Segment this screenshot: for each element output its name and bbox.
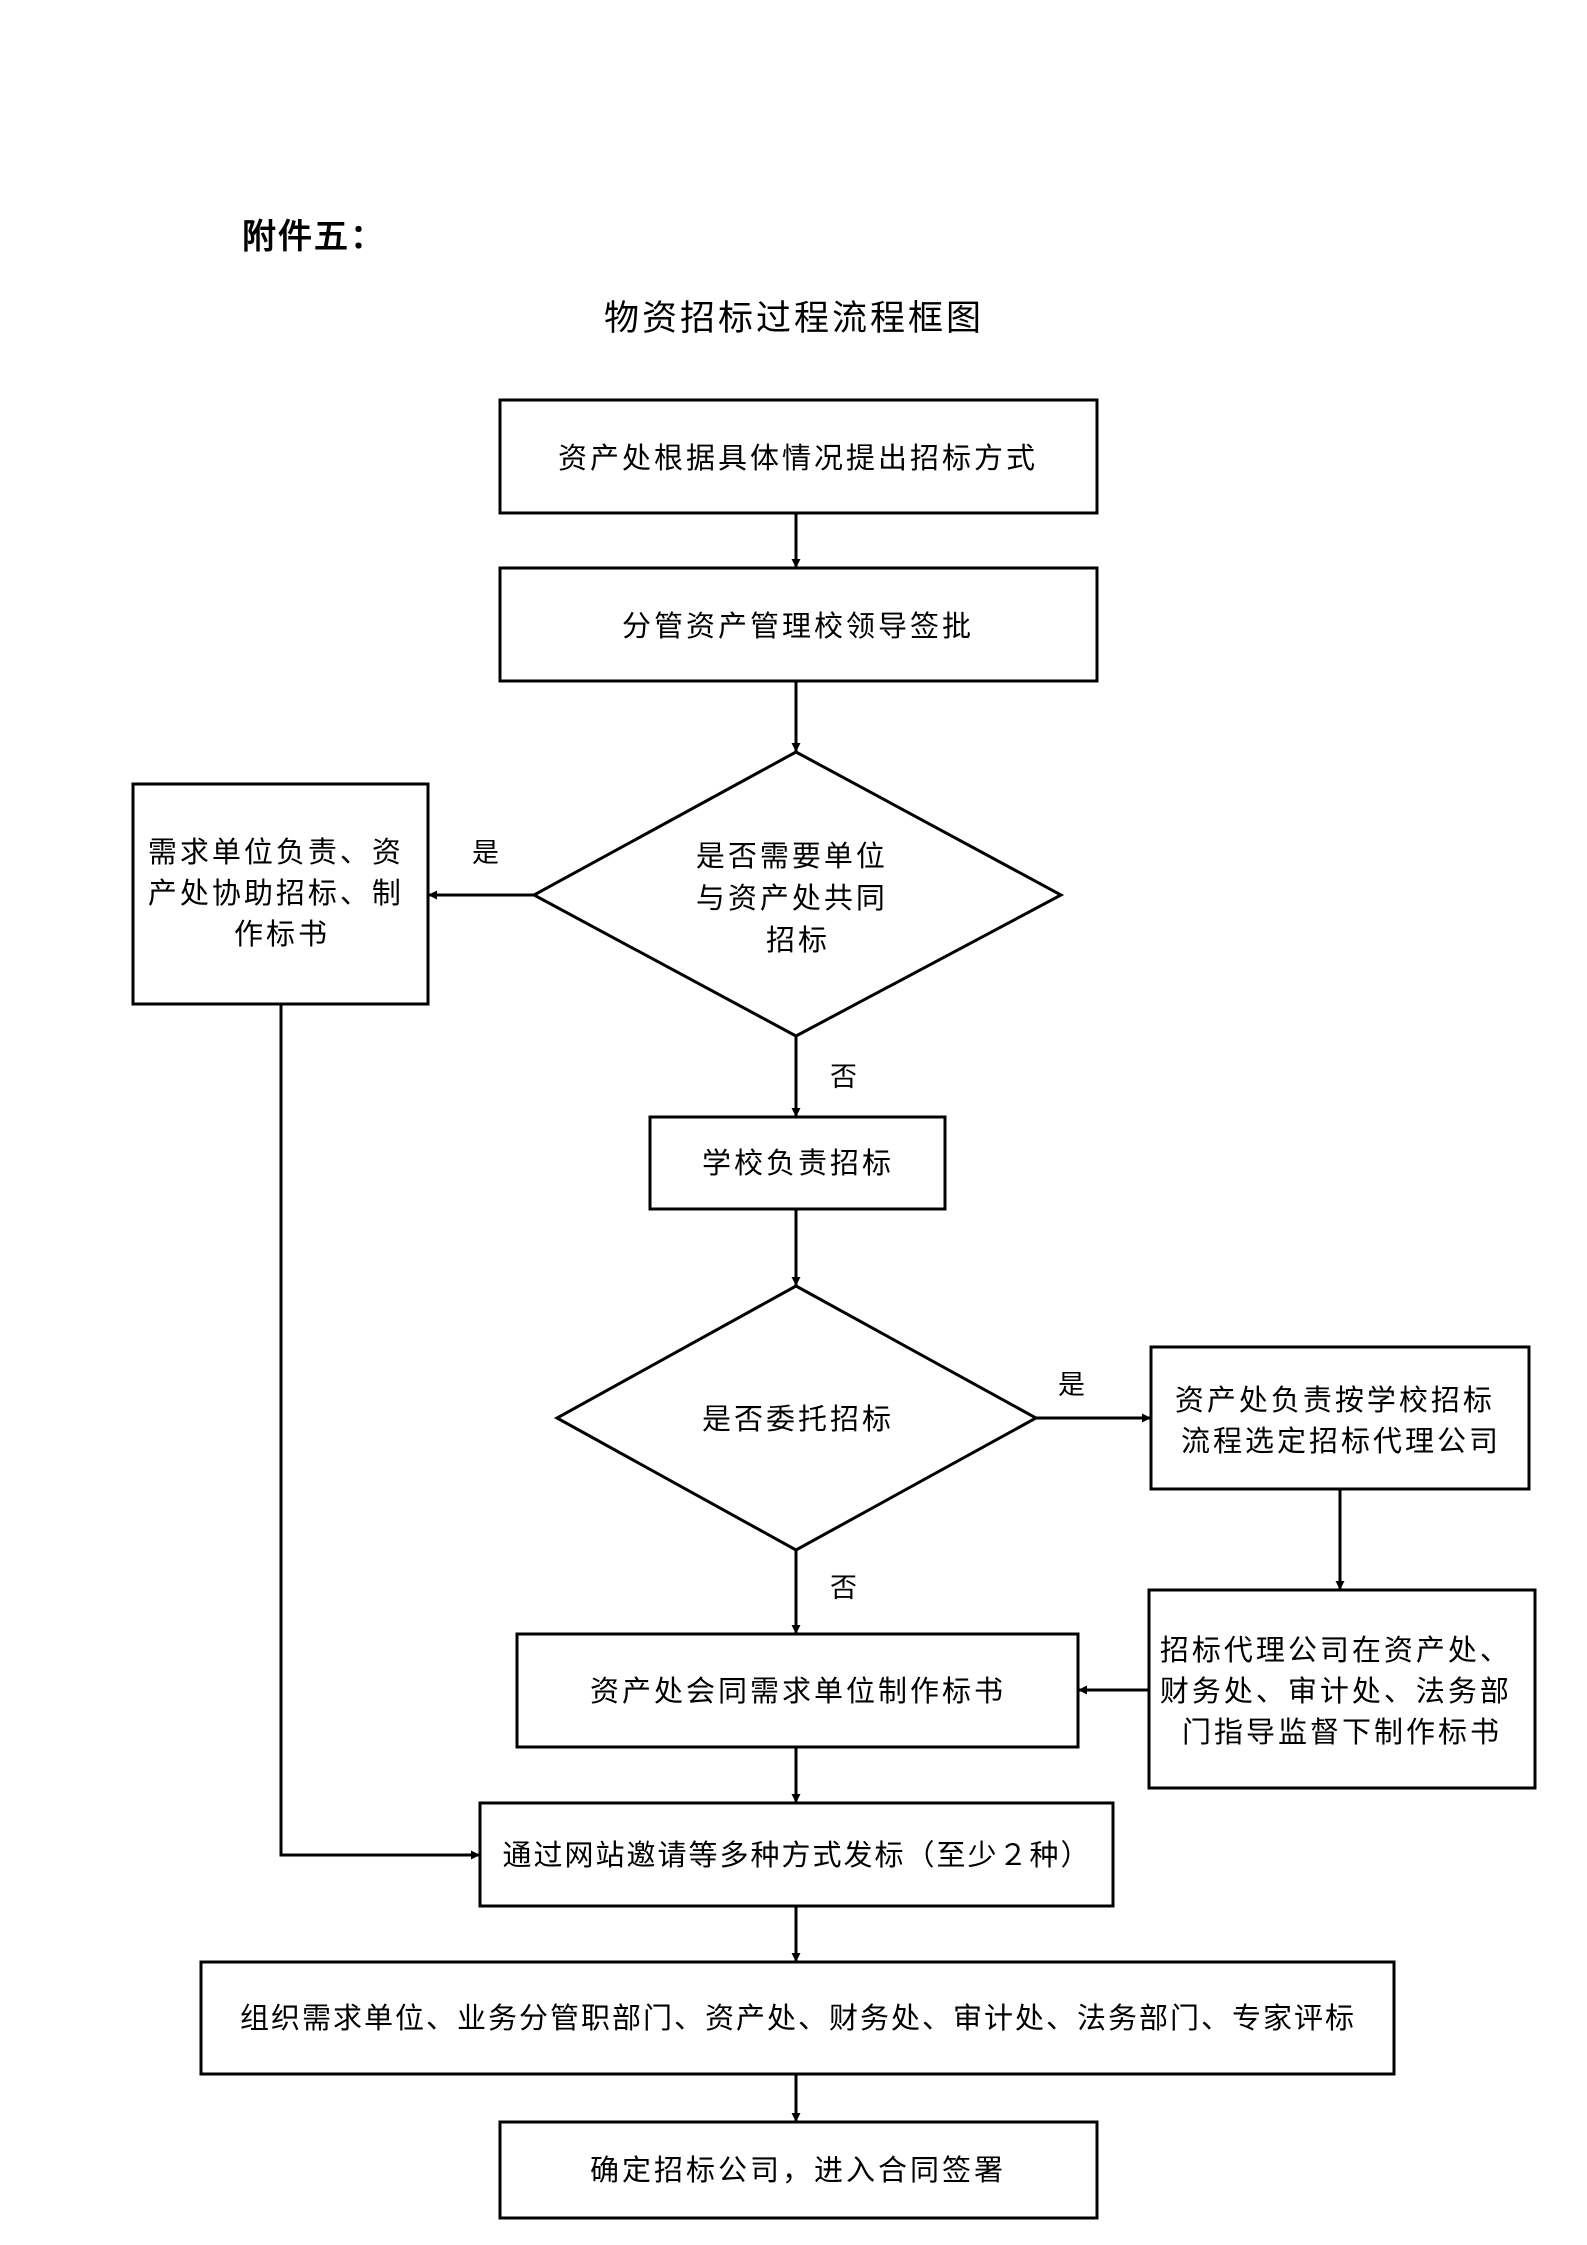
node-school-handle-box — [648, 1115, 947, 1211]
edge-dept-publish — [279, 1004, 480, 1860]
node-select-agent-text: 资产处负责按学校招标 流程选定招标代理公司 — [1175, 1383, 1507, 1458]
edge-label-yes-joint: 是 — [472, 838, 499, 869]
edge-label-no-entrust: 否 — [830, 1573, 857, 1604]
node-propose-text: 资产处根据具体情况提出招标方式 — [558, 441, 1038, 475]
node-approve-box — [498, 566, 1099, 683]
node-evaluate-text: 组织需求单位、业务分管职部门、资产处、财务处、审计处、法务部门、专家评标 — [240, 2001, 1356, 2035]
diagram-title: 物资招标过程流程框图 — [604, 299, 984, 339]
node-asset-docs-text: 资产处会同需求单位制作标书 — [590, 1674, 1006, 1708]
edge-label-yes-entrust: 是 — [1058, 1370, 1085, 1401]
node-propose-box — [498, 398, 1099, 515]
node-select-agent-box — [1149, 1345, 1531, 1491]
edge-label-no-joint: 否 — [830, 1062, 857, 1093]
node-asset-docs-box — [515, 1632, 1080, 1749]
attachment-label: 附件五： — [242, 217, 386, 257]
node-approve-text: 分管资产管理校领导签批 — [622, 609, 974, 643]
node-publish-text: 通过网站邀请等多种方式发标（至少２种） — [502, 1838, 1091, 1872]
node-joint-decision-text: 是否需要单位 与资产处共同 招标 — [696, 839, 900, 957]
node-publish-box — [478, 1801, 1115, 1908]
node-evaluate-box — [199, 1960, 1396, 2076]
node-entrust-decision-text: 是否委托招标 — [702, 1402, 894, 1436]
node-sign-text: 确定招标公司，进入合同签署 — [590, 2153, 1006, 2187]
node-sign-box — [498, 2120, 1099, 2220]
node-dept-handle-text: 需求单位负责、资 产处协助招标、制 作标书 — [148, 835, 416, 951]
node-dept-handle-box — [131, 782, 430, 1006]
node-agent-docs-text: 招标代理公司在资产处、 财务处、审计处、法务部 门指导监督下制作标书 — [1160, 1633, 1524, 1749]
node-school-handle-text: 学校负责招标 — [702, 1146, 894, 1180]
